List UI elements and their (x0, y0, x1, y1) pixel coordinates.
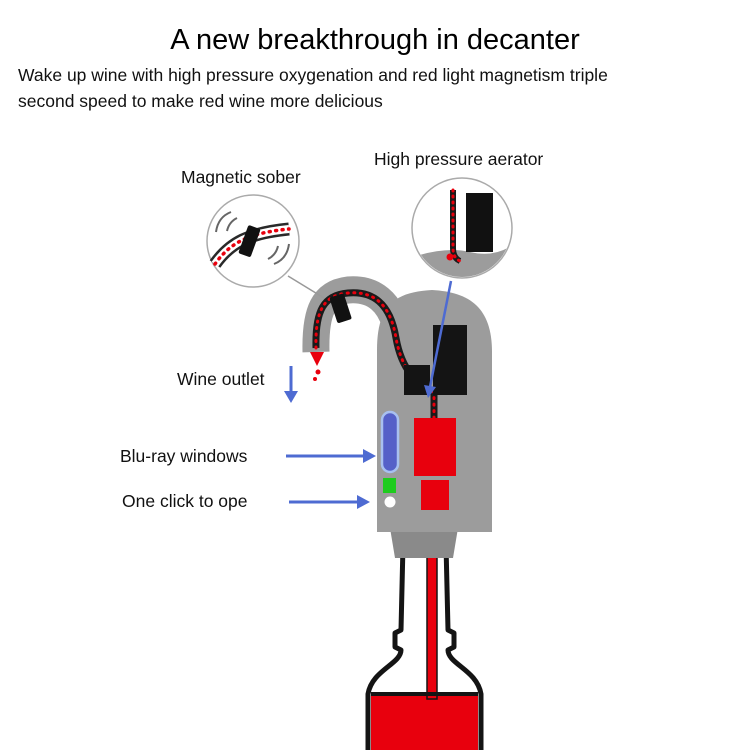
high-pressure-aerator-callout (411, 177, 513, 279)
label-high-pressure-aerator: High pressure aerator (374, 149, 544, 169)
magnetic-sober-callout (206, 194, 325, 299)
wine-fill (371, 695, 478, 750)
label-magnetic-sober: Magnetic sober (181, 167, 301, 187)
page-title: A new breakthrough in decanter (170, 24, 580, 56)
aerator-arrow (428, 280, 453, 388)
label-wine-outlet: Wine outlet (177, 369, 265, 389)
subtitle-line-2: second speed to make red wine more delic… (18, 91, 383, 111)
aerator-unit-zoom (466, 193, 493, 252)
vibration-arc (215, 211, 232, 233)
indicator-light (383, 478, 396, 493)
magnetic-clip (329, 293, 352, 323)
subtitle-line-1: Wake up wine with high pressure oxygenat… (18, 65, 608, 85)
aerator-unit (433, 325, 467, 395)
magnetic-clip-zoom (238, 225, 261, 257)
wine-drip (310, 352, 324, 381)
decanter-collar (390, 528, 458, 558)
blu-ray-window (380, 410, 400, 474)
label-blu-ray-windows: Blu-ray windows (120, 446, 248, 466)
power-button (384, 496, 396, 508)
wine-bottle (365, 544, 484, 750)
pump-body (414, 418, 456, 476)
pump-outlet (421, 480, 449, 510)
annotation-arrows (284, 280, 453, 509)
label-one-click: One click to ope (122, 491, 248, 511)
